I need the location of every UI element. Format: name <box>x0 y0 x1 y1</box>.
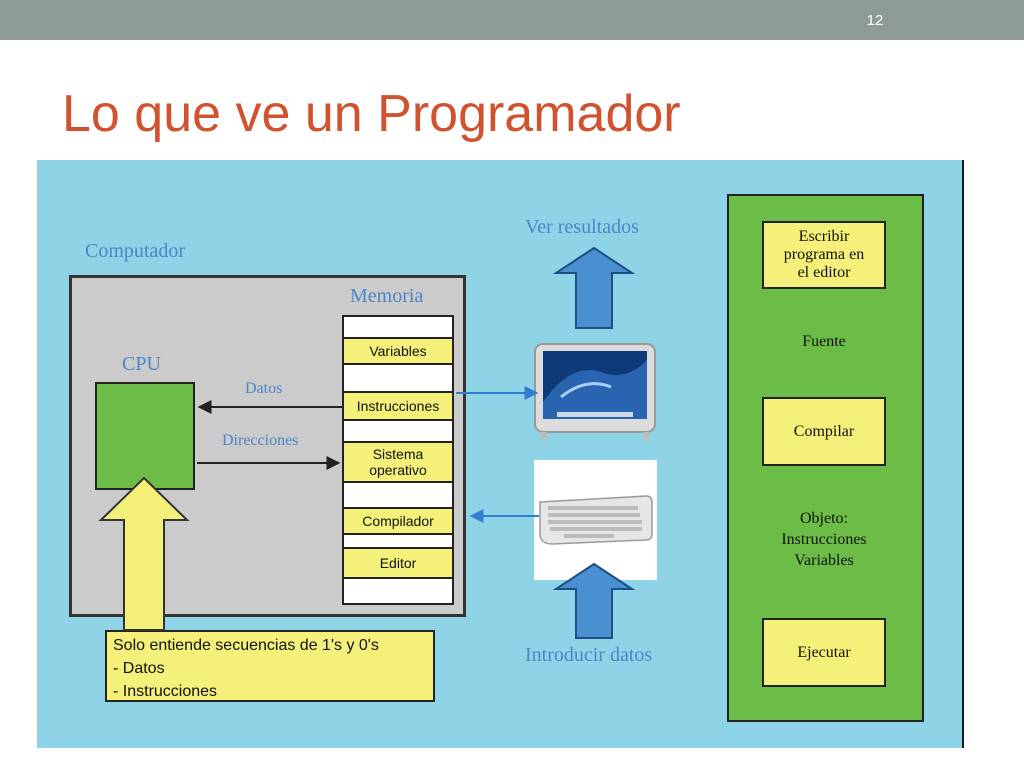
flow-step-write: Escribir programa en el editor <box>762 221 886 289</box>
memory-cell-operating-system: Sistema operativo <box>344 441 452 483</box>
keyboard-panel <box>534 460 657 580</box>
flow-label-object: Objeto: Instrucciones Variables <box>781 510 867 569</box>
diagram-arrows <box>98 246 830 639</box>
flow-label-source: Fuente <box>802 333 846 350</box>
memory-cell-compiler: Compilador <box>344 507 452 535</box>
cpu-up-arrow <box>98 476 190 631</box>
memory-cell-variables: Variables <box>344 337 452 365</box>
slide-title: Lo que ve un Programador <box>62 85 681 143</box>
flow-step-run: Ejecutar <box>762 618 886 687</box>
monitor-icon <box>534 343 656 440</box>
computer-label: Computador <box>85 240 185 262</box>
note-line: - Instrucciones <box>113 683 218 700</box>
slide-header-bar: 12 <box>0 0 1024 40</box>
slide-number: 12 <box>866 12 884 29</box>
flow-step-compile: Compilar <box>762 397 886 466</box>
binary-note-box: Solo entiende secuencias de 1's y 0's - … <box>105 630 435 702</box>
memory-cell-editor: Editor <box>344 547 452 579</box>
address-label: Direcciones <box>222 432 299 449</box>
memory-label: Memoria <box>350 285 424 307</box>
keyboard-icon <box>539 495 653 545</box>
cpu-label: CPU <box>122 353 161 375</box>
output-up-arrow <box>552 246 636 329</box>
input-label: Introducir datos <box>525 644 653 666</box>
data-label: Datos <box>245 380 283 397</box>
memory-cell-instructions: Instrucciones <box>344 391 452 421</box>
note-line: Solo entiende secuencias de 1's y 0's <box>113 637 379 654</box>
programmer-view-diagram: Computador Memoria CPU Datos Direcciones… <box>37 160 964 748</box>
output-label: Ver resultados <box>525 216 639 238</box>
note-line: - Datos <box>113 660 165 677</box>
input-up-arrow <box>552 562 636 639</box>
memory-column: Variables Instrucciones Sistema operativ… <box>342 315 454 605</box>
